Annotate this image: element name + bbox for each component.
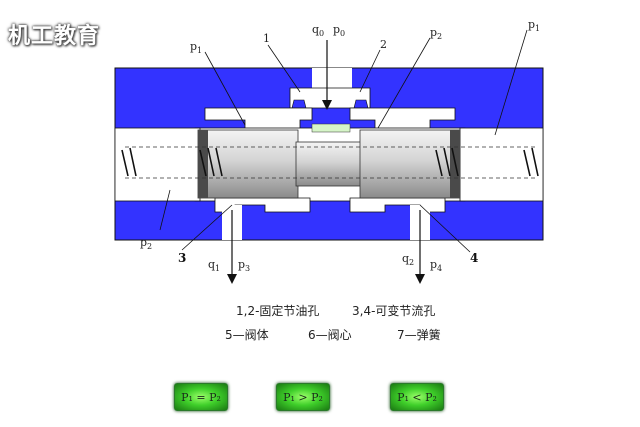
spring-left — [121, 147, 223, 177]
spool-neck — [295, 141, 363, 187]
label-2: 2 — [380, 38, 387, 51]
label-p3: p3 — [238, 258, 250, 273]
button-p1-equal-p2[interactable]: P₁ = P₂ — [174, 383, 228, 411]
legend-spring: 7—弹簧 — [397, 328, 441, 342]
button-p1-greater-p2[interactable]: P₁ > P₂ — [276, 383, 330, 411]
orifice-1-shape — [291, 99, 307, 109]
leader-lines — [159, 29, 528, 253]
label-4: 4 — [470, 251, 478, 265]
label-q2: q2 — [402, 252, 414, 267]
outlet-arrow-right-head — [415, 274, 425, 284]
spring-right — [435, 147, 539, 177]
label-p2-top: p2 — [430, 26, 442, 41]
legend-variable-orifice: 3,4-可变节流孔 — [352, 304, 436, 318]
legend-spool: 6—阀心 — [308, 328, 352, 342]
button-p1-less-p2[interactable]: P₁ < P₂ — [390, 383, 444, 411]
label-q1: q1 — [208, 258, 220, 273]
legend-valve-body: 5—阀体 — [225, 328, 269, 342]
spool-highlight — [311, 123, 351, 133]
label-p1-left: p1 — [190, 40, 202, 55]
inlet-port — [312, 68, 352, 90]
label-3: 3 — [178, 251, 186, 265]
watermark-logo: 机工教育 — [8, 24, 101, 49]
label-p2-left: p2 — [140, 236, 152, 251]
right-end-chamber — [459, 127, 544, 202]
label-p1-right: p1 — [528, 18, 540, 33]
label-p4: p4 — [430, 258, 442, 273]
lower-chamber-left — [214, 197, 311, 213]
label-1: 1 — [263, 32, 270, 45]
spool-right-land — [359, 129, 461, 199]
label-q0: q0 — [312, 23, 324, 38]
label-p0: p0 — [333, 23, 345, 38]
left-end-chamber — [114, 127, 201, 202]
outlet-arrow-left-head — [227, 274, 237, 284]
orifice-2-shape — [353, 99, 369, 109]
legend-fixed-orifice: 1,2-固定节油孔 — [236, 304, 320, 318]
spool-left-land — [197, 129, 299, 199]
inlet-arrow-head — [322, 100, 332, 110]
